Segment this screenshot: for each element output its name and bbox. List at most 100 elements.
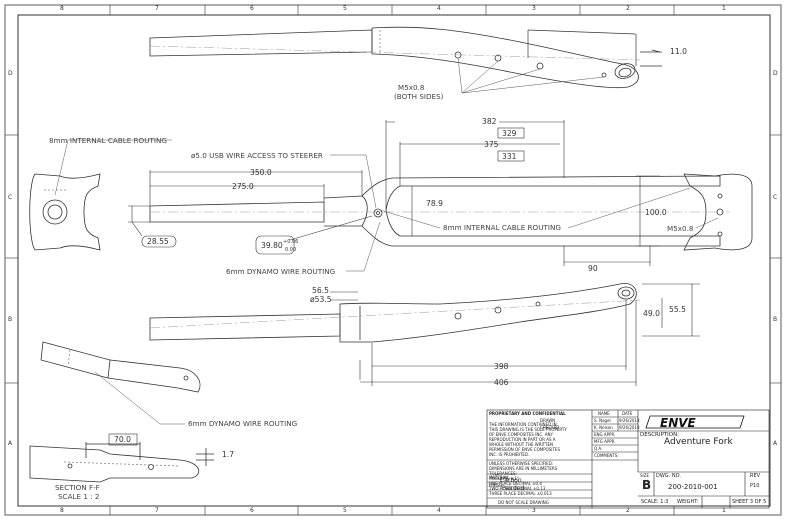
tb-comments: COMMENTS: <box>594 453 619 458</box>
dim-11: 11.0 <box>670 47 687 56</box>
dim-3980-box <box>255 235 295 255</box>
tb-proprietary-line: PERMISSION OF ENVE COMPOSITES <box>489 447 560 452</box>
zone-ticks <box>5 5 781 515</box>
dim-350: 350.0 <box>250 168 272 177</box>
dim-406: 406 <box>494 378 509 387</box>
zone-bottom-8: 8 <box>60 507 64 514</box>
cable-right-label: 8mm INTERNAL CABLE ROUTING <box>443 223 561 232</box>
tb-proprietary-line: REPRODUCTION IN PART OR AS A <box>489 437 556 442</box>
dim-2855: 28.55 <box>147 237 169 246</box>
m5-right-label: M5x0.8 <box>667 224 694 233</box>
zone-bottom-1: 1 <box>722 507 726 514</box>
tb-proprietary-line: THE INFORMATION CONTAINED IN <box>489 422 557 427</box>
dim-100: 100.0 <box>645 208 667 217</box>
zone-bottom-2: 2 <box>626 507 630 514</box>
dim-789: 78.9 <box>426 199 443 208</box>
outer-border <box>4 4 782 516</box>
tb-checked-name: K. Nelson <box>594 425 613 430</box>
dim-90: 90 <box>588 264 598 273</box>
tb-unless-line: TWO PLACE DECIMAL ±0.13 <box>489 486 546 491</box>
tb-col-name: NAME <box>598 411 610 416</box>
tb-proprietary-line: WHOLE WITHOUT THE WRITTEN <box>489 442 554 447</box>
tb-weight: WEIGHT: <box>677 499 699 505</box>
dynamo-mid-label: 6mm DYNAMO WIRE ROUTING <box>226 267 335 276</box>
zone-left-c: C <box>8 194 13 201</box>
dim-565: 56.5 <box>312 286 329 295</box>
zone-top-6: 6 <box>250 5 254 12</box>
section-f-f <box>29 442 214 483</box>
dim-555: 55.5 <box>669 305 686 314</box>
tb-unless-line: DIMENSIONS ARE IN MILLIMETERS <box>489 466 558 471</box>
zone-top-3: 3 <box>532 5 536 12</box>
cable-left-label: 8mm INTERNAL CABLE ROUTING <box>49 136 167 145</box>
dim-275: 275.0 <box>232 182 254 191</box>
bottom-dim-lines <box>330 283 700 386</box>
zone-right-b: B <box>773 316 778 323</box>
zone-right-d: D <box>773 70 778 77</box>
tb-dwg-no: 200-2010-001 <box>668 483 718 491</box>
tb-finish-label: FINISH <box>489 483 503 488</box>
fork-side-view-top <box>149 26 641 88</box>
zone-bottom-6: 6 <box>250 507 254 514</box>
zone-right-a: A <box>773 440 778 447</box>
tb-drawn-name: S. Nagel <box>594 418 611 423</box>
tb-finish: Painted <box>502 485 525 492</box>
tb-proprietary-header: PROPRIETARY AND CONFIDENTIAL <box>489 411 566 416</box>
fork-side-view-bottom <box>149 282 641 343</box>
dim-700-box <box>108 433 138 446</box>
zone-right-c: C <box>773 194 778 201</box>
tb-scale: SCALE: 1:3 <box>641 499 669 505</box>
inner-border <box>17 14 771 507</box>
zone-left-d: D <box>8 70 13 77</box>
tb-size: B <box>642 478 652 492</box>
tb-description-label: DESCRIPTION: <box>640 432 680 438</box>
m5-top-leaders <box>457 57 605 94</box>
dim-3980-tol-up: +0.06 <box>283 239 298 245</box>
fork-end-view-left <box>29 173 101 251</box>
tb-drawn-date: 9/26/2018 <box>619 418 640 423</box>
front-leaders <box>54 139 719 272</box>
tb-checked-date: 9/26/2018 <box>619 425 640 430</box>
tb-unless-line: THREE PLACE DECIMAL ±0.013 <box>489 491 552 496</box>
dim-700: 70.0 <box>114 435 131 444</box>
tb-proprietary-line: INC. IS PROHIBITED. <box>489 452 530 457</box>
tb-unless-line: ANGULAR: ±1° <box>489 476 519 481</box>
zone-top-2: 2 <box>626 5 630 12</box>
m5-top-label: M5x0.8 <box>398 83 425 92</box>
section-label: SECTION F-F <box>55 483 100 492</box>
dim-382: 382 <box>482 117 497 126</box>
tb-drawn-label: DRAWN <box>540 418 556 423</box>
m5-top-label-2: (BOTH SIDES) <box>394 92 444 101</box>
dim-2855-box <box>141 235 177 248</box>
tb-unless-line: TOLERANCES: <box>489 471 517 476</box>
dim-3980: 39.80 <box>261 241 283 250</box>
dim-329-box <box>497 127 525 139</box>
dynamo-low-label: 6mm DYNAMO WIRE ROUTING <box>188 419 297 428</box>
tb-material: Carbon <box>500 477 522 484</box>
zone-bottom-7: 7 <box>155 507 159 514</box>
tb-qa: Q.A. <box>594 446 603 451</box>
front-dim-lines <box>128 120 660 266</box>
dim-490: 49.0 <box>643 309 660 318</box>
dynamo-low-leader <box>94 371 185 425</box>
dim-535: ø53.5 <box>310 295 332 304</box>
dim-331-box <box>497 150 525 162</box>
zone-top-4: 4 <box>437 5 441 12</box>
dim-17: 1.7 <box>222 450 234 459</box>
title-block-grid <box>486 409 770 509</box>
tb-dwg-label: DWG. NO. <box>656 473 681 479</box>
tb-material-label: MATERIAL <box>489 475 509 480</box>
zone-left-b: B <box>8 316 13 323</box>
dim-398: 398 <box>494 362 509 371</box>
tb-col-date: DATE <box>622 411 633 416</box>
tb-mfg-appr: MFG APPR. <box>594 439 616 444</box>
dim-3980-tol-lo: 0.00 <box>285 247 296 253</box>
zone-bottom-4: 4 <box>437 507 441 514</box>
tb-eng-appr: ENG APPR. <box>594 432 616 437</box>
zone-top-5: 5 <box>343 5 347 12</box>
tb-unless-line: ONE PLACE DECIMAL ±0.4 <box>489 481 542 486</box>
tb-checked-label: CHECKED <box>540 425 560 430</box>
zone-top-8: 8 <box>60 5 64 12</box>
